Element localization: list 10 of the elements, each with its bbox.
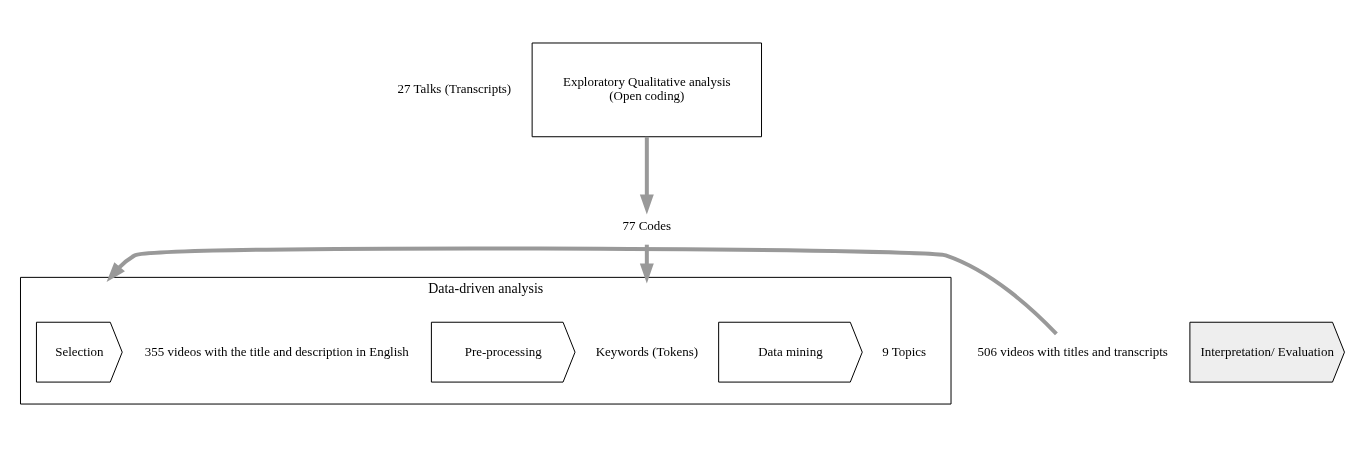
arrow <box>106 246 1058 336</box>
arrow <box>639 244 654 284</box>
node-text: 355 videos with the title and description in English <box>144 343 409 359</box>
node-label: 27 Talks (Transcripts) <box>397 81 512 97</box>
node-text: Keywords (Tokens) <box>595 343 699 359</box>
node-text: 77 Codes <box>622 217 672 233</box>
node-text: 506 videos with titles and transcripts <box>977 343 1168 359</box>
node-box: Exploratory Qualitative analysis (Open coding) <box>531 42 763 138</box>
arrow <box>639 136 654 215</box>
node-text: 9 Topics <box>882 343 927 359</box>
